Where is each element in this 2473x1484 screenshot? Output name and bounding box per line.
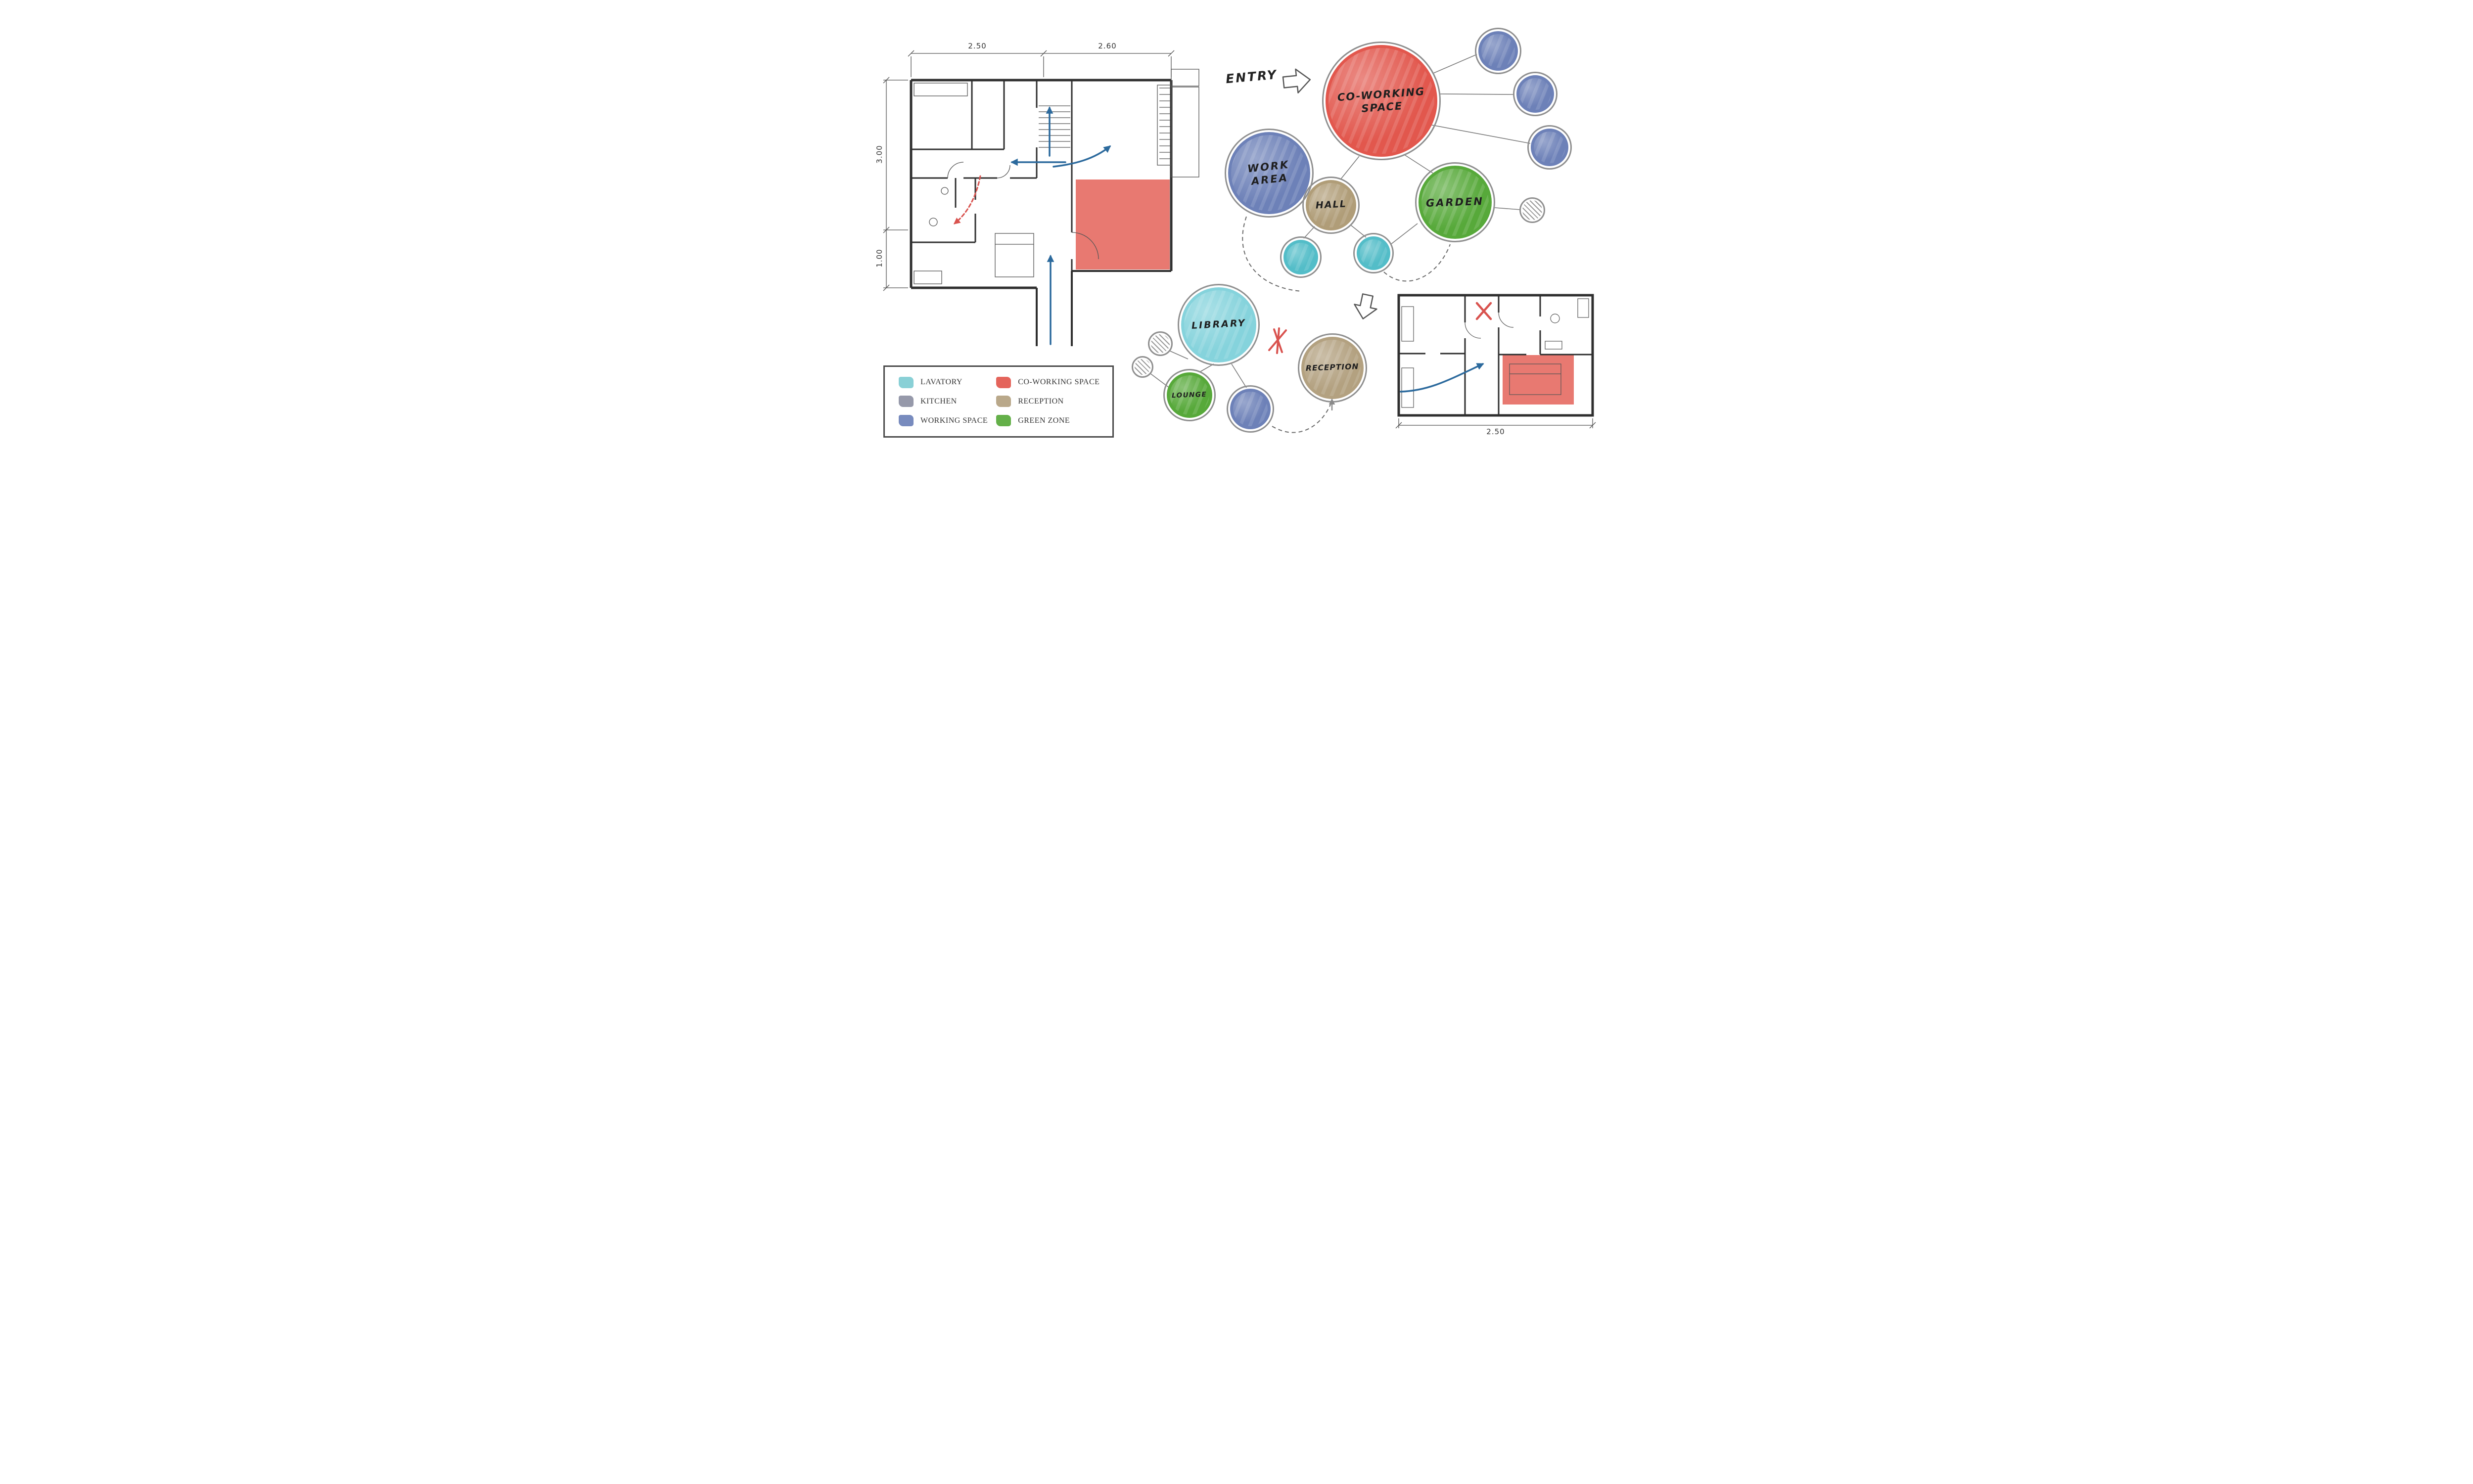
bubble-label-work-area: WORK AREA bbox=[1246, 158, 1290, 187]
plan-details bbox=[914, 69, 1199, 284]
bubble-reception: RECEPTION bbox=[1298, 333, 1367, 403]
bubble-label-library: LIBRARY bbox=[1191, 317, 1246, 332]
no-entry-x-mark bbox=[1475, 302, 1492, 320]
working-space-satellite-circle-2 bbox=[1513, 72, 1557, 116]
coworking-room-highlight-2 bbox=[1503, 355, 1574, 405]
lavatory-satellite-circle-2 bbox=[1353, 233, 1394, 273]
legend-label-working-space: WORKING SPACE bbox=[920, 416, 988, 425]
legend-item-coworking-space: CO-WORKING SPACE bbox=[996, 376, 1108, 388]
dimension-label-plan1-height-upper: 3.00 bbox=[875, 145, 884, 164]
bubble-lounge: LOUNGE bbox=[1163, 369, 1216, 421]
legend-label-lavatory: LAVATORY bbox=[920, 378, 962, 387]
hatched-circle-lounge-side bbox=[1132, 356, 1153, 378]
legend-swatch-lavatory bbox=[899, 376, 914, 388]
restricted-path-arrow bbox=[953, 175, 981, 225]
floor-plan-main bbox=[910, 69, 1199, 346]
corridor-walls bbox=[1036, 270, 1171, 346]
legend-item-lavatory: LAVATORY bbox=[899, 376, 996, 388]
working-space-satellite-circle-3 bbox=[1527, 125, 1572, 170]
hatched-circle-library-side bbox=[1148, 331, 1173, 356]
floor-plan-second bbox=[1397, 294, 1594, 417]
adjacency-dashed-links bbox=[1242, 216, 1451, 433]
legend-label-reception: RECEPTION bbox=[1018, 397, 1064, 405]
bubble-library: LIBRARY bbox=[1178, 284, 1260, 366]
drawing-layer-under bbox=[883, 50, 1596, 433]
dimension-label-plan1-width-right: 2.60 bbox=[1098, 42, 1117, 50]
bubble-label-garden: GARDEN bbox=[1426, 195, 1484, 209]
legend-swatch-kitchen bbox=[899, 396, 914, 407]
bubble-hall: HALL bbox=[1302, 177, 1360, 234]
legend-swatch-green-zone bbox=[996, 415, 1011, 427]
legend-item-reception: RECEPTION bbox=[996, 396, 1108, 407]
hatched-circle-garden-side bbox=[1519, 197, 1545, 223]
legend: LAVATORY CO-WORKING SPACE KITCHEN RECEPT… bbox=[883, 365, 1114, 438]
bubble-label-coworking-space: CO-WORKING SPACE bbox=[1336, 85, 1425, 115]
bubble-label-hall: HALL bbox=[1315, 198, 1347, 211]
bubble-work-area: WORK AREA bbox=[1225, 129, 1314, 218]
plan-details-2 bbox=[1401, 298, 1589, 408]
legend-label-green-zone: GREEN ZONE bbox=[1018, 416, 1070, 425]
working-space-satellite-circle-1 bbox=[1475, 28, 1521, 74]
interior-walls-2 bbox=[1399, 295, 1593, 415]
bubble-coworking-space: CO-WORKING SPACE bbox=[1322, 42, 1441, 160]
dimension-lines bbox=[883, 50, 1596, 429]
legend-item-green-zone: GREEN ZONE bbox=[996, 415, 1108, 427]
bubble-label-reception: RECEPTION bbox=[1306, 362, 1359, 373]
bubble-connectors bbox=[1149, 54, 1531, 388]
bubble-label-lounge: LOUNGE bbox=[1172, 390, 1207, 400]
legend-swatch-working-space bbox=[899, 415, 914, 427]
canvas: WORK AREA HALL CO-WORKING SPACE GARDEN L… bbox=[851, 0, 1622, 463]
coworking-room-highlight bbox=[1076, 180, 1170, 270]
legend-label-coworking-space: CO-WORKING SPACE bbox=[1018, 378, 1100, 387]
bubble-garden: GARDEN bbox=[1415, 162, 1495, 242]
lavatory-satellite-circle-1 bbox=[1280, 236, 1322, 278]
flow-arrow-curve-right bbox=[1053, 145, 1111, 168]
legend-swatch-reception bbox=[996, 396, 1011, 407]
legend-swatch-coworking-space bbox=[996, 376, 1011, 388]
working-space-satellite-circle-4 bbox=[1227, 385, 1274, 433]
legend-item-kitchen: KITCHEN bbox=[899, 396, 996, 407]
dimension-label-plan2-width: 2.50 bbox=[1486, 427, 1505, 436]
dimension-label-plan1-width-left: 2.50 bbox=[968, 42, 987, 50]
legend-label-kitchen: KITCHEN bbox=[920, 397, 957, 405]
dimension-label-plan1-height-lower: 1.00 bbox=[875, 249, 884, 268]
flow-arrows-main bbox=[953, 106, 1111, 345]
interior-walls bbox=[911, 80, 1073, 271]
legend-item-working-space: WORKING SPACE bbox=[899, 415, 996, 427]
flow-arrow-second-plan bbox=[1400, 363, 1484, 393]
